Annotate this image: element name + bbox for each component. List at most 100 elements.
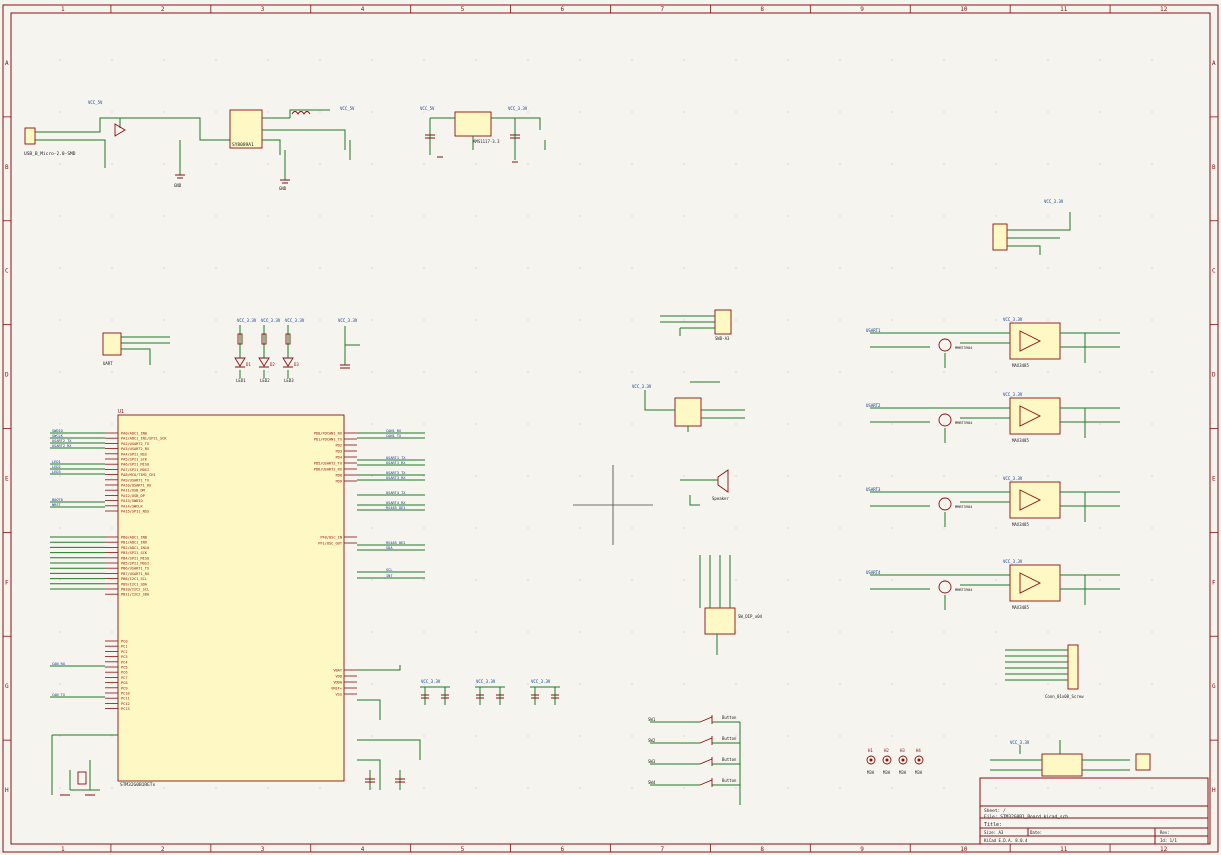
grid-dot [527,371,529,373]
mcu-pin-name: PC4 [121,660,128,664]
swd-connector: SWD-A3 [660,309,732,341]
grid-dot [1047,267,1049,269]
mcu-left-net: SWCLK [52,434,64,438]
grid-dot [683,787,685,789]
button-label: Button [722,757,737,762]
decap-wire [530,686,560,705]
grid-dot [475,735,477,737]
grid-dot [787,527,789,529]
grid-dot [891,371,893,373]
grid-dot [839,527,841,529]
button-switch[interactable] [699,715,713,724]
grid-dot [423,163,425,165]
grid-dot [735,683,737,685]
border-row-label: H [5,787,9,794]
grid-dot [267,787,269,789]
rs485-transistor-label: MMBT3904 [955,421,972,425]
swd-conn-label: SWD-A3 [715,336,730,341]
grid-dot [579,163,581,165]
grid-dot [423,475,425,477]
rs485-transceiver[interactable] [1009,322,1061,360]
grid-dot [943,787,945,789]
grid-dot [215,319,217,321]
mcu-pin-name: PA7/SPI1_MOSI [121,468,149,472]
grid-dot [839,631,841,633]
mcu-right-net: USART3_TX [386,471,406,475]
led-resistor [261,333,267,345]
grid-dot [59,111,61,113]
border-col-label: 9 [860,6,864,13]
grid-dot [267,319,269,321]
mcu-body[interactable] [117,414,345,782]
grid-dot [579,267,581,269]
mcu-left-net: USART2_TX [52,439,72,443]
grid-dot [1047,111,1049,113]
mcu-pin-name: VDDA [333,681,342,685]
rs485-transceiver[interactable] [1009,564,1061,602]
led-net: LED1 [236,378,246,383]
grid-dot [527,527,529,529]
mcu-left-net: LED1 [52,460,61,464]
grid-dot [943,527,945,529]
mcu-right-net: RS485_DE2 [386,541,405,545]
grid-dot [1047,527,1049,529]
usb-power-connector[interactable] [24,127,36,145]
border-row-label: E [5,475,9,482]
grid-dot [1151,59,1153,61]
mcu-left-net: CAN_TX [52,693,66,697]
grid-dot [267,267,269,269]
button-wire [650,742,741,751]
rs485-transceiver[interactable] [1009,481,1061,519]
grid-dot [475,787,477,789]
mcu-right-net: USART1_RX [386,461,406,465]
border-row-label: F [1212,579,1216,586]
mounting-hole-icon [866,755,876,765]
led-resistor [285,333,291,345]
grid-dot [579,527,581,529]
grid-dot [475,683,477,685]
grid-dot [1047,475,1049,477]
grid-dot [995,527,997,529]
border-row-label: F [5,579,9,586]
buzzer-label: Speaker [712,496,729,501]
grid-dot [995,59,997,61]
grid-dot [787,787,789,789]
ldo-vin-label: VCC_5V [420,106,435,111]
mounting-hole-value: M3A [883,770,891,775]
grid-dot [839,735,841,737]
title-block: Sheet: / File: STM32G0B1_Board.kicad_sch… [979,777,1209,845]
mcu-right-net: USART4_RX [386,501,406,505]
button-ref: SW3 [648,759,656,764]
border-col-label: 7 [660,6,664,13]
led-diode [234,357,246,368]
grid-dot [943,319,945,321]
grid-dot [995,735,997,737]
grid-dot [527,215,529,217]
grid-dot [319,163,321,165]
button-switch[interactable] [699,736,713,745]
rs485-transceiver[interactable] [1009,397,1061,435]
grid-dot [1151,215,1153,217]
button-switch[interactable] [699,778,713,787]
button-switch[interactable] [699,757,713,766]
grid-dot [839,683,841,685]
grid-dot [475,371,477,373]
mcu-pin-name: PC13 [121,707,130,711]
grid-dot [371,371,373,373]
grid-dot [943,631,945,633]
grid-dot [371,319,373,321]
rs485-transistor [938,338,952,352]
grid-dot [631,423,633,425]
grid-dot [683,527,685,529]
grid-dot [631,59,633,61]
mcu-right-net: SDA [386,546,393,550]
rs485-net: USART3 [866,487,881,492]
grid-dot [527,59,529,61]
grid-dot [631,371,633,373]
mcu-right-net: INT [386,574,393,578]
border-col-label: 5 [461,846,465,853]
grid-dot [631,631,633,633]
grid-dot [631,735,633,737]
rs485-driver [1019,489,1042,511]
rs485-transistor-label: MMBT3904 [955,588,972,592]
